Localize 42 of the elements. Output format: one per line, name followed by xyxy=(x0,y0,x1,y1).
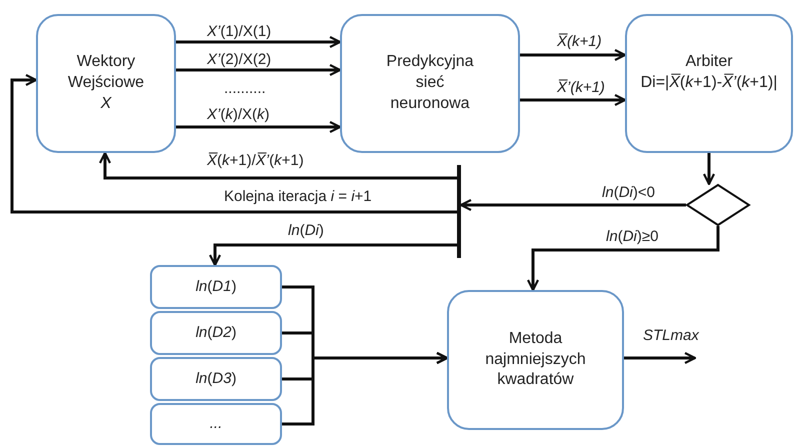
arrow xyxy=(176,36,342,48)
edge-label: X’(1)/X(1) xyxy=(205,23,274,40)
decision-diamond xyxy=(686,184,750,226)
box-title: ln(D3) xyxy=(196,369,236,389)
arrow xyxy=(176,120,342,134)
arrow xyxy=(624,352,696,364)
arrow xyxy=(460,198,686,212)
edge-label: ln(Di) xyxy=(286,222,326,240)
box-title: Predykcyjna sieć neuronowa xyxy=(385,52,475,114)
process-box xyxy=(150,357,282,401)
edge-label: X̅’(k+1) xyxy=(555,79,607,96)
arrow xyxy=(526,226,720,292)
box-title: ln(D1) xyxy=(196,277,236,297)
process-box xyxy=(447,290,624,430)
arrow xyxy=(520,94,626,106)
arrow xyxy=(282,352,448,426)
edge-label: X’(2)/X(2) xyxy=(205,51,274,68)
process-box xyxy=(150,311,282,355)
box-title: ln(D2) xyxy=(196,323,236,343)
formula: Di=|X̅(k+1)-X̅’(k+1)| xyxy=(640,72,778,93)
edge-label: Kolejna iteracja i = i+1 xyxy=(222,188,374,206)
process-box xyxy=(625,14,793,153)
edge-label: ln(Di)≥0 xyxy=(604,228,660,246)
arrow xyxy=(176,64,342,76)
arrow xyxy=(10,74,457,214)
arrow xyxy=(520,48,626,62)
box-title: ... xyxy=(210,414,222,434)
process-box xyxy=(150,403,282,445)
process-box xyxy=(150,265,282,309)
box-title: Arbiter xyxy=(685,52,733,72)
process-box xyxy=(340,14,520,153)
edge-label: X’(k)/X(k) xyxy=(205,106,272,124)
box-title: Wektory Wejściowe X xyxy=(66,52,146,114)
junction-bar xyxy=(457,165,461,258)
arrow xyxy=(98,152,457,180)
box-title: Metoda najmniejszych kwadratów xyxy=(484,328,587,390)
arrow xyxy=(208,244,457,266)
arrow xyxy=(702,153,716,186)
edge-label: ln(Di)<0 xyxy=(600,184,657,202)
edge-label: X̅(k+1)/X̅’(k+1) xyxy=(205,152,306,170)
edge-label: X̅(k+1) xyxy=(555,33,604,50)
process-box xyxy=(36,14,176,153)
